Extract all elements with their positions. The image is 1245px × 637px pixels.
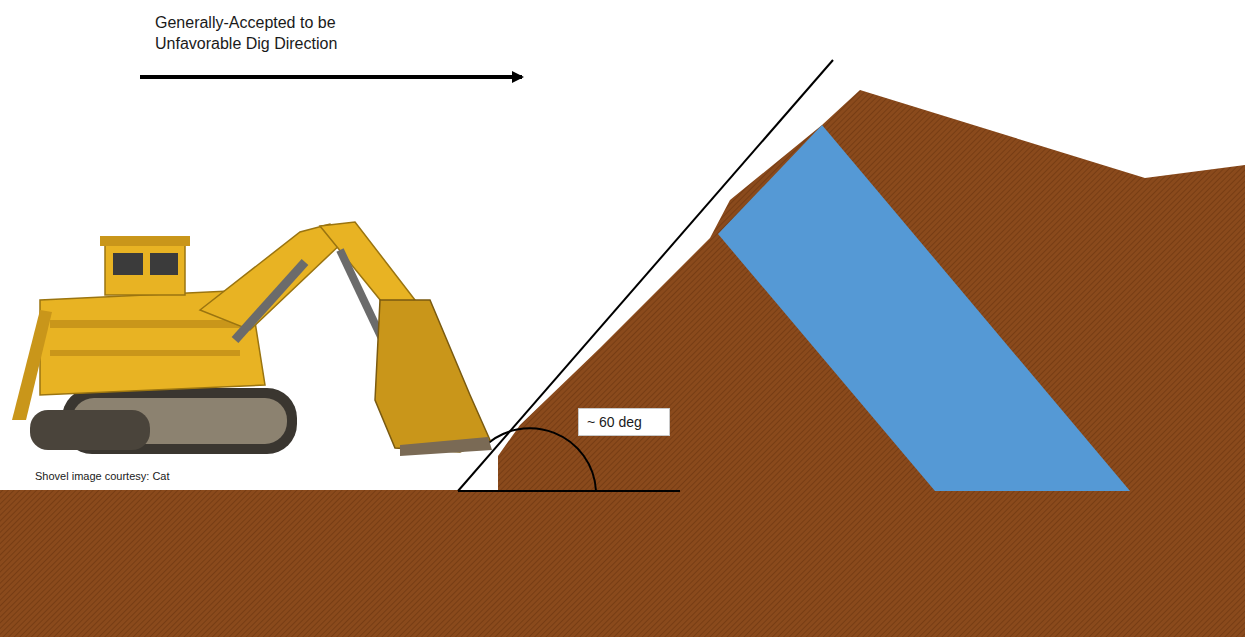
cab — [105, 245, 185, 295]
cylinder — [235, 262, 305, 340]
body-stripe — [50, 350, 240, 356]
angle-label-box: ~ 60 deg — [578, 408, 670, 436]
reference-line — [458, 490, 680, 492]
cab-roof — [100, 236, 190, 246]
track-front — [30, 410, 150, 450]
bucket-teeth — [400, 437, 492, 456]
slope-angle-line — [458, 60, 833, 491]
bucket — [375, 300, 490, 452]
stick — [320, 222, 415, 312]
angle-arc — [484, 428, 596, 491]
dipping-layer — [718, 125, 1130, 491]
stairs — [12, 310, 52, 420]
direction-arrow — [140, 75, 522, 79]
body-stripe — [50, 320, 240, 328]
slope-profile — [498, 90, 1245, 491]
ground — [0, 490, 1245, 637]
cab-window — [150, 253, 178, 275]
direction-label: Generally-Accepted to be Unfavorable Dig… — [155, 12, 370, 54]
boom — [200, 224, 345, 330]
shovel-illustration — [12, 222, 492, 456]
cab-window — [113, 253, 143, 275]
image-credit: Shovel image courtesy: Cat — [35, 469, 235, 483]
angle-label: ~ 60 deg — [587, 414, 642, 430]
